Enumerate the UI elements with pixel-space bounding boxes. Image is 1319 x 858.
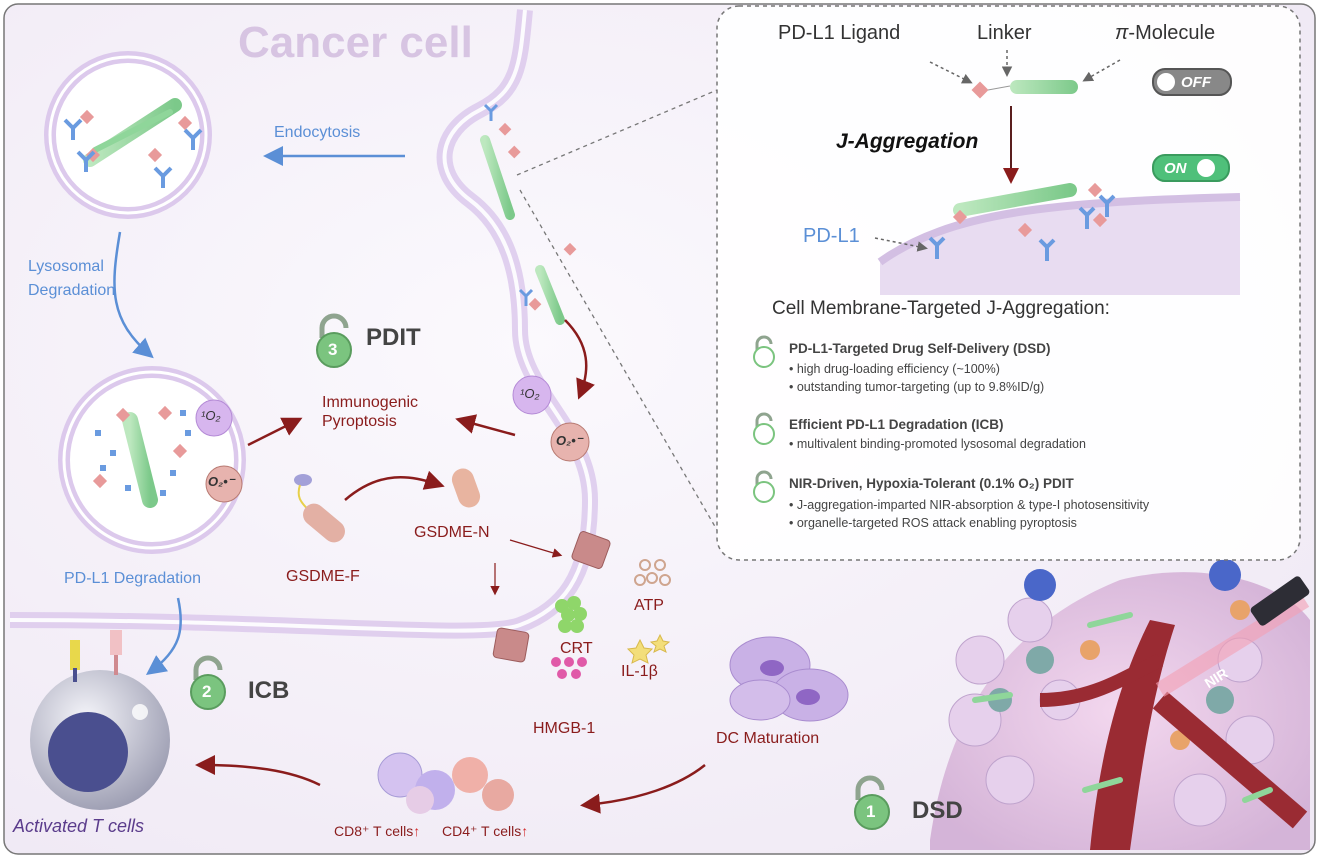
crt-label: CRT (560, 640, 593, 657)
feature-title-icb: Efficient PD-L1 Degradation (ICB) (789, 417, 1004, 432)
pi-symbol: π (1115, 22, 1129, 44)
cd4-label: CD4⁺ T cells↑ (442, 823, 528, 840)
feature-title-pdit: NIR-Driven, Hypoxia-Tolerant (0.1% O₂) P… (789, 476, 1074, 491)
endocytosis-label: Endocytosis (274, 124, 361, 141)
feature-bullet: • high drug-loading efficiency (~100%) (789, 362, 1000, 376)
switch-knob-icon (1157, 73, 1175, 91)
immunogenic-label: Immunogenic (322, 394, 419, 411)
zoom-line-lower (519, 189, 718, 531)
feature-bullet: • multivalent binding-promoted lysosomal… (789, 437, 1086, 451)
damp-molecules (551, 559, 671, 679)
gsdme-pores (492, 531, 611, 663)
gsdme-n-label: GSDME-N (414, 524, 490, 541)
activated-t-cell (30, 630, 170, 810)
lock-icon-feature-2 (753, 412, 775, 445)
inset-molecule-components (874, 50, 1241, 295)
cd8-text: CD8⁺ T cells (334, 823, 414, 839)
feature-bullet: • J-aggregation-imparted NIR-absorption … (789, 498, 1150, 512)
lysosomal-label: Lysosomal (28, 258, 104, 275)
icb-label: ICB (248, 677, 290, 704)
gsdme-proteins (294, 468, 481, 543)
inset-heading: Cell Membrane-Targeted J-Aggregation: (772, 298, 1110, 319)
pdit-lock-number: 3 (328, 340, 338, 359)
atp-label: ATP (634, 597, 664, 614)
pi-molecule-text: -Molecule (1128, 22, 1216, 44)
cd8-up-arrow-icon: ↑ (413, 823, 421, 839)
cd8-label: CD8⁺ T cells↑ (334, 823, 420, 840)
ligand-label: PD-L1 Ligand (778, 22, 901, 44)
j-aggregation-label: J-Aggregation (836, 130, 979, 153)
cd4-up-arrow-icon: ↑ (521, 823, 529, 839)
lock-icon-pdit (316, 313, 352, 368)
feature-bullet: • outstanding tumor-targeting (up to 9.8… (789, 380, 1045, 394)
on-label: ON (1164, 159, 1187, 177)
dsd-lock-number: 1 (866, 802, 876, 821)
activated-t-cells-label: Activated T cells (13, 816, 145, 836)
pathway-arrows (113, 146, 706, 814)
pdl1-degradation-label: PD-L1 Degradation (64, 570, 201, 587)
superoxide-bubble (550, 422, 590, 462)
pi-molecule-label: π-Molecule (1115, 22, 1215, 45)
endocytic-vesicle (44, 51, 212, 219)
feature-title-dsd: PD-L1-Targeted Drug Self-Delivery (DSD) (789, 341, 1051, 356)
dc-maturation-label: DC Maturation (716, 730, 820, 747)
degradation-label: Degradation (28, 282, 116, 299)
linker-label: Linker (977, 22, 1032, 44)
t-cell-cluster (377, 752, 514, 814)
pdl1-label: PD-L1 (803, 225, 860, 247)
pdit-label: PDIT (366, 324, 421, 351)
singlet-oxygen-membrane-label: ¹O₂ (520, 386, 540, 401)
dsd-label: DSD (912, 797, 963, 824)
switch-knob-icon (1196, 159, 1215, 177)
hmgb1-label: HMGB-1 (533, 720, 596, 737)
pyroptosis-label: Pyroptosis (322, 413, 397, 430)
il1b-label: IL-1β (621, 663, 658, 680)
membrane-molecules (480, 103, 577, 325)
lysosome (58, 366, 246, 554)
lock-icon-feature-1 (753, 335, 775, 368)
diagram-title: Cancer cell (238, 18, 473, 67)
superoxide-label: O₂•⁻ (208, 474, 235, 489)
cd4-text: CD4⁺ T cells (442, 823, 522, 839)
off-label: OFF (1181, 73, 1211, 91)
dendritic-cells (729, 636, 849, 722)
gsdme-f-label: GSDME-F (286, 568, 360, 585)
superoxide-membrane-label: O₂•⁻ (556, 433, 583, 448)
tumor-microenvironment (930, 559, 1310, 850)
icb-lock-number: 2 (202, 682, 212, 701)
off-switch: OFF (1152, 68, 1232, 96)
singlet-oxygen-bubble (512, 375, 552, 415)
lock-icon-feature-3 (753, 470, 775, 503)
feature-bullet: • organelle-targeted ROS attack enabling… (789, 516, 1077, 530)
singlet-oxygen-label: ¹O₂ (201, 408, 221, 423)
lock-icon-icb (190, 655, 226, 710)
lock-icon-dsd (854, 775, 890, 830)
on-switch: ON (1152, 154, 1230, 182)
